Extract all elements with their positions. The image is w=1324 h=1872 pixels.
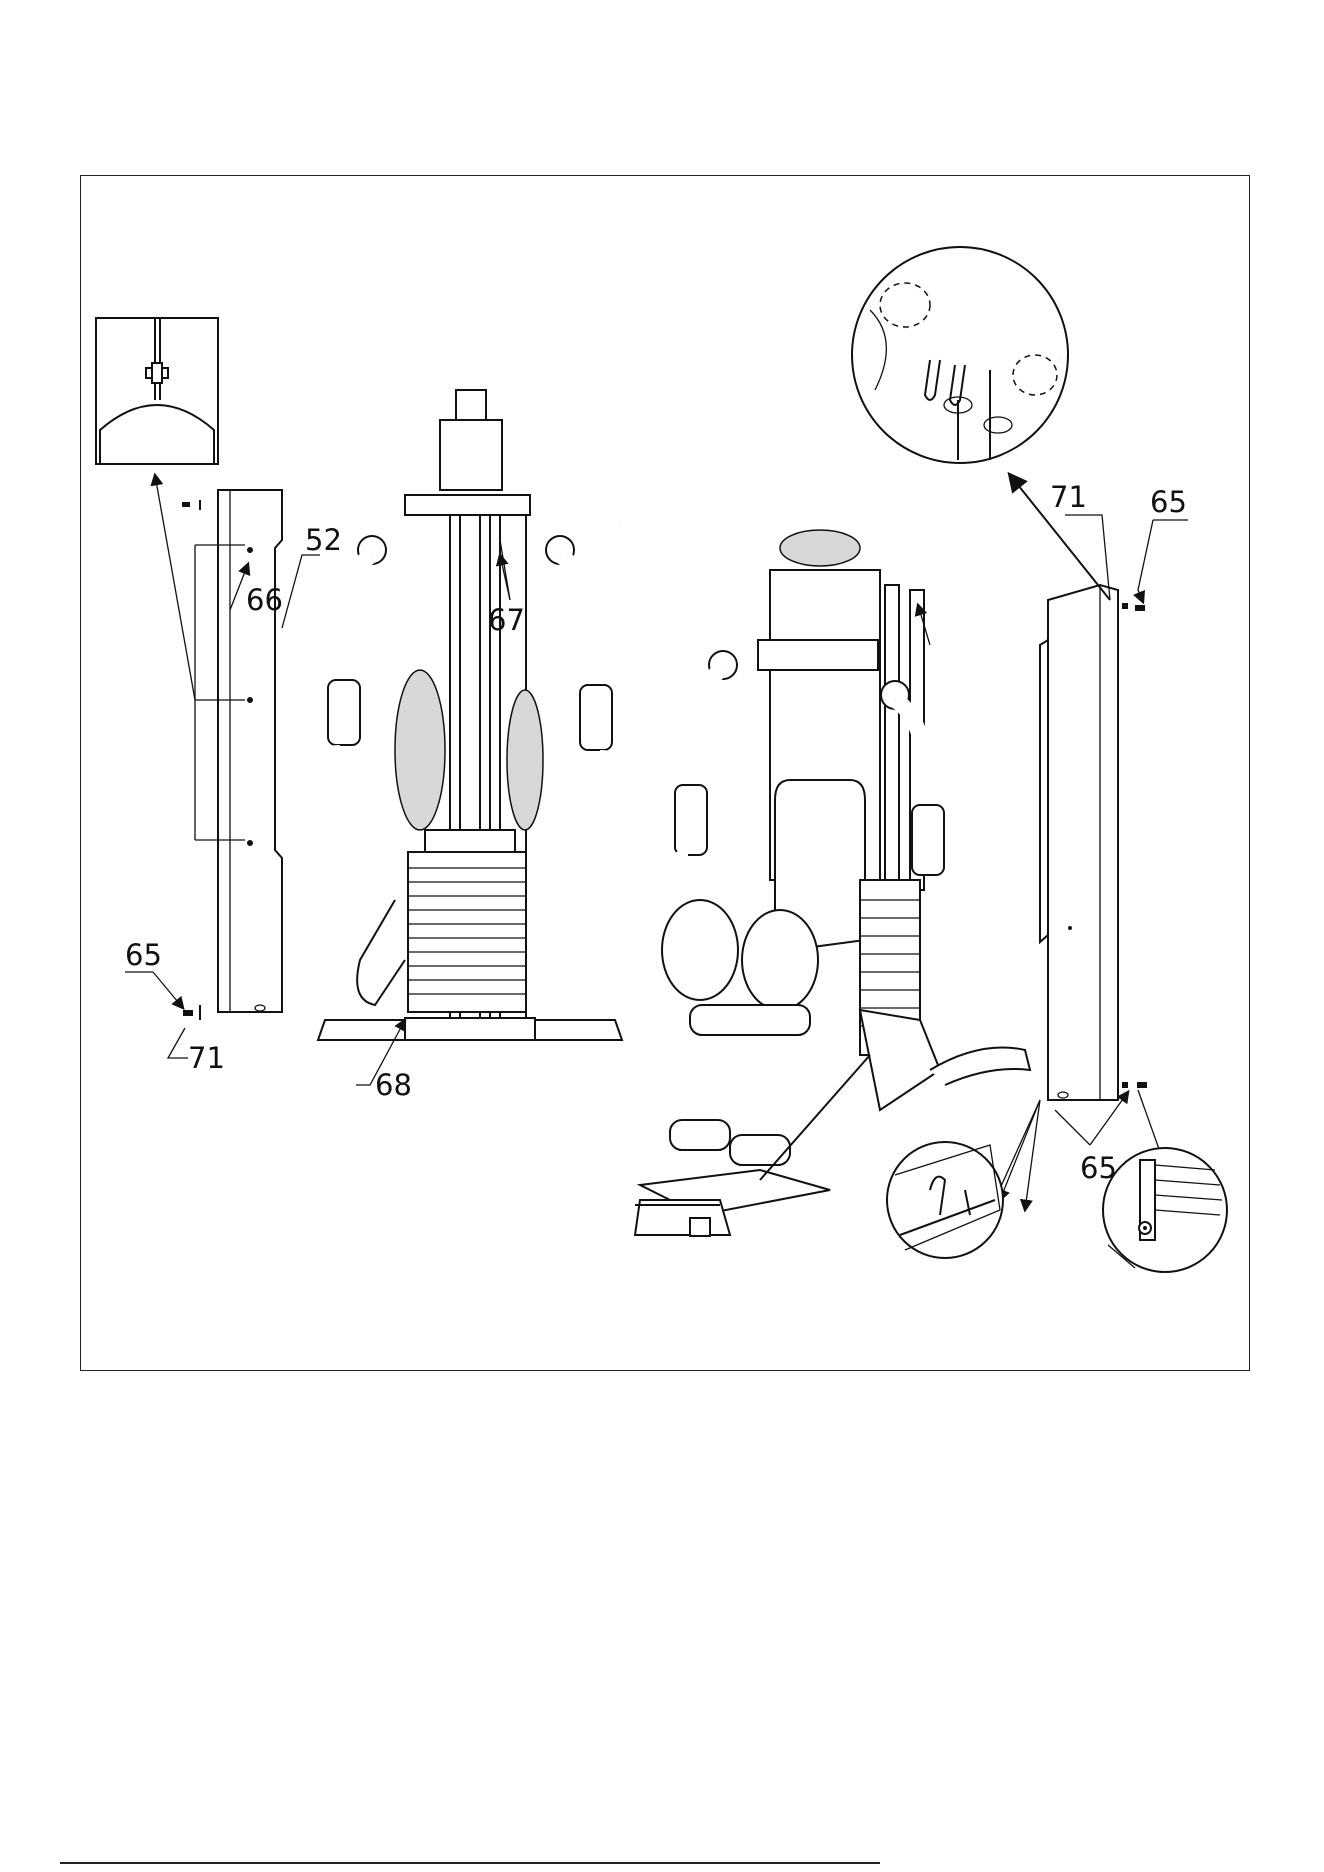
shroud-panel-right [988,475,1188,1215]
gym-front-view [305,387,635,1085]
callout-65-right-top: 65 [1150,485,1187,519]
callout-66: 66 [246,583,283,617]
callout-71-left: 71 [188,1041,225,1075]
detail-circle-top [852,247,1068,463]
detail-circle-bottom-right [1103,1148,1227,1272]
detail-inset-shroud-bolt [96,318,218,464]
callout-71-right: 71 [1050,480,1087,514]
footer-rule [60,1862,880,1864]
detail-circle-bottom-left [887,1142,1003,1258]
gym-isometric-view [620,525,1030,1236]
callout-65-left: 65 [125,938,162,972]
callout-68: 68 [375,1068,412,1102]
callout-67: 67 [488,603,525,637]
callout-65-right-bottom: 65 [1080,1151,1117,1185]
callout-52: 52 [305,523,342,557]
